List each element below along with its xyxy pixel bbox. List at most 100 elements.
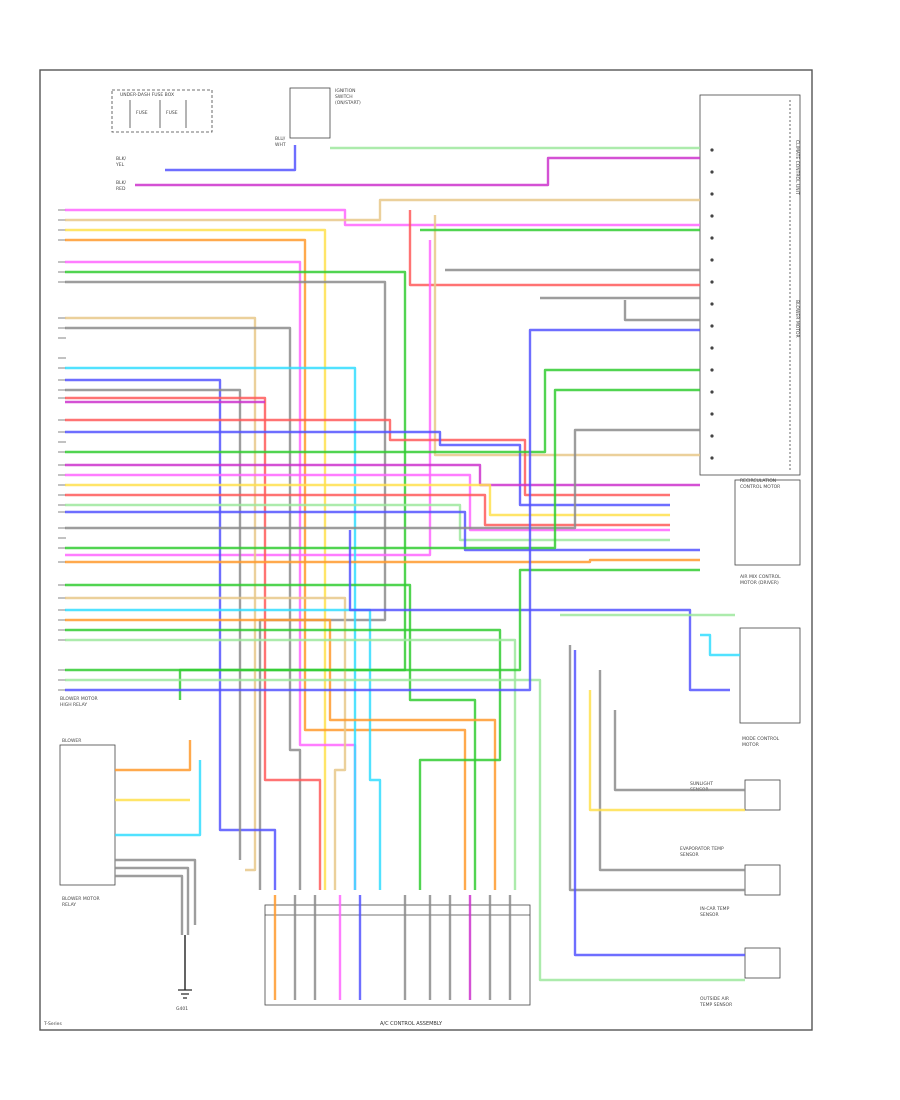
wire-19 <box>65 378 277 890</box>
svg-text:WHT: WHT <box>275 142 286 148</box>
wire-23 <box>65 418 670 497</box>
wire-54 <box>115 740 192 772</box>
svg-text:SENSOR: SENSOR <box>700 912 719 918</box>
svg-text:EVAPORATOR TEMP: EVAPORATOR TEMP <box>680 846 724 852</box>
wire-47 <box>598 670 745 872</box>
wire-44 <box>65 328 700 692</box>
svg-text:MOTOR: MOTOR <box>742 742 759 748</box>
svg-text:MOTOR (DRIVER): MOTOR (DRIVER) <box>740 580 779 586</box>
wire-13 <box>65 240 432 557</box>
connector-pin <box>710 324 714 328</box>
connector-pin <box>710 258 714 262</box>
wire-43 <box>65 678 745 982</box>
relay-switch <box>289 87 331 139</box>
svg-text:FUSE: FUSE <box>136 110 148 116</box>
wire-7 <box>65 238 467 890</box>
connector-pin <box>710 368 714 372</box>
svg-text:TEMP SENSOR: TEMP SENSOR <box>699 1002 732 1008</box>
connector-pin <box>710 170 714 174</box>
wire-11 <box>65 280 387 890</box>
connector-pin <box>710 412 714 416</box>
wire-harness <box>65 145 745 1000</box>
wire-42 <box>65 568 700 672</box>
svg-text:BLU/: BLU/ <box>275 136 286 142</box>
wire-21 <box>65 396 322 890</box>
connector-pin <box>710 192 714 196</box>
svg-text:MODE CONTROL: MODE CONTROL <box>742 736 780 742</box>
svg-text:RED: RED <box>116 186 126 192</box>
wire-33 <box>65 388 700 550</box>
wire-56 <box>115 760 202 837</box>
wire-20 <box>65 388 242 860</box>
wire-35 <box>65 583 477 890</box>
wire-57 <box>115 858 197 925</box>
wire-12 <box>433 215 700 457</box>
diagram-frame <box>39 69 813 1031</box>
wire-50 <box>588 690 745 812</box>
svg-text:HIGH RELAY: HIGH RELAY <box>60 702 87 708</box>
connector-pin <box>710 214 714 218</box>
svg-text:SUNLIGHT: SUNLIGHT <box>690 781 713 787</box>
mode-actuator <box>739 627 801 724</box>
svg-text:G401: G401 <box>176 1006 188 1012</box>
wire-39 <box>65 628 502 890</box>
svg-text:CLIMATE CONTROL UNIT: CLIMATE CONTROL UNIT <box>794 140 800 195</box>
svg-text:BLOWER MOTOR: BLOWER MOTOR <box>62 896 100 902</box>
svg-text:SWITCH: SWITCH <box>335 94 353 100</box>
wire-36 <box>65 596 347 890</box>
wire-52 <box>623 300 700 322</box>
wire-32 <box>65 428 700 530</box>
wire-24 <box>65 430 670 507</box>
blower-switch <box>59 744 116 886</box>
footer-label: A/C CONTROL ASSEMBLY <box>380 1021 443 1027</box>
wire-29 <box>65 493 670 527</box>
sensor-2 <box>744 864 781 896</box>
svg-text:YEL: YEL <box>115 162 125 168</box>
connector-pin <box>710 280 714 284</box>
wire-48 <box>573 650 745 957</box>
ac-control-connector <box>264 904 531 1006</box>
fuse-box <box>111 89 213 133</box>
svg-text:BLK/: BLK/ <box>116 156 127 162</box>
ground-icon <box>178 935 192 999</box>
wire-5 <box>65 198 700 222</box>
recirc-actuator <box>734 479 801 566</box>
connector-pin <box>710 434 714 438</box>
sensor-3 <box>744 947 781 979</box>
svg-text:(ON/START): (ON/START) <box>335 100 361 106</box>
wire-16 <box>65 316 257 872</box>
wire-46 <box>568 645 745 892</box>
svg-text:OUTSIDE AIR: OUTSIDE AIR <box>700 996 729 1002</box>
wire-38 <box>65 618 497 890</box>
wire-25 <box>65 368 700 454</box>
connector-pin <box>710 456 714 460</box>
svg-text:BLK/: BLK/ <box>116 180 127 186</box>
svg-text:SENSOR: SENSOR <box>680 852 699 858</box>
svg-text:UNDER-DASH FUSE BOX: UNDER-DASH FUSE BOX <box>120 92 174 98</box>
svg-text:IGNITION: IGNITION <box>335 88 356 94</box>
sensor-1 <box>744 779 781 811</box>
svg-text:AIR MIX CONTROL: AIR MIX CONTROL <box>740 574 781 580</box>
svg-text:FUSE: FUSE <box>166 110 178 116</box>
svg-text:BLOWER MOTOR: BLOWER MOTOR <box>60 696 98 702</box>
wire-40 <box>65 638 517 890</box>
wire-18 <box>65 366 357 890</box>
wire-31 <box>65 510 700 552</box>
wire-1 <box>135 156 700 187</box>
connector-pin <box>710 390 714 394</box>
left-wire-labels <box>58 209 66 691</box>
wire-58 <box>115 866 190 935</box>
svg-text:IN-CAR TEMP: IN-CAR TEMP <box>700 906 730 912</box>
control-unit-right <box>699 94 801 476</box>
wire-8 <box>65 260 357 890</box>
wire-49 <box>613 710 745 792</box>
wire-30 <box>65 503 670 542</box>
wire-26 <box>65 463 700 487</box>
wire-37 <box>65 608 382 890</box>
corner-label: T-Series <box>43 1021 62 1027</box>
connector-pin <box>710 236 714 240</box>
wire-45 <box>700 633 740 657</box>
wire-9 <box>408 210 700 287</box>
wire-28 <box>65 483 670 517</box>
